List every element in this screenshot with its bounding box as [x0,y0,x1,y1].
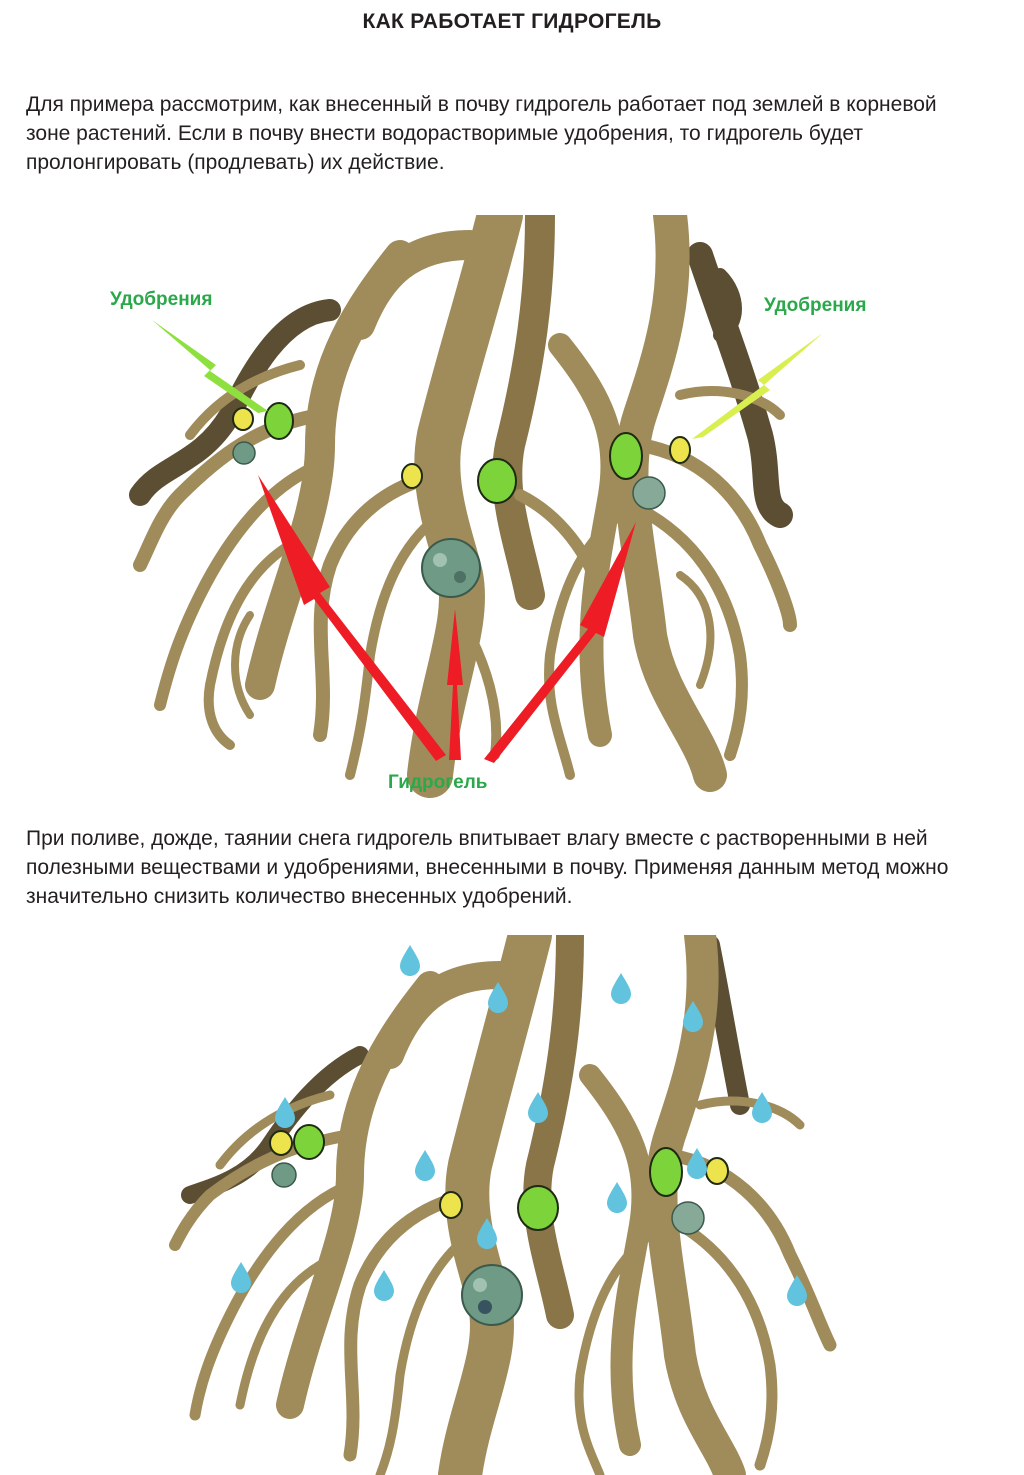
hydrogel-granule-icon [633,477,665,509]
hydrogel-granule-icon [233,442,255,464]
fertilizer-granule-icon [650,1148,682,1196]
root-system-illustration [175,935,830,1475]
label-fertilizer-right: Удобрения [764,295,866,316]
fertilizer-granule-icon [440,1192,462,1218]
fertilizer-granule-icon [294,1125,324,1159]
fertilizer-granule-icon [706,1158,728,1184]
water-drop-icon [231,1262,251,1293]
label-hydrogel: Гидрогель [388,772,487,793]
water-drop-icon [415,1150,435,1181]
fertilizer-granule-icon [270,1131,292,1155]
hydrogel-granule-icon [672,1202,704,1234]
fertilizer-granule-icon [265,403,293,439]
page-title: КАК РАБОТАЕТ ГИДРОГЕЛЬ [0,10,1024,34]
root-system-illustration [140,215,790,775]
fertilizer-granule-icon [402,464,422,488]
water-drop-icon [752,1092,772,1123]
intro-paragraph: Для примера рассмотрим, как внесенный в … [26,90,986,177]
hydrogel-granule-icon [422,539,480,597]
water-drop-icon [607,1182,627,1213]
roots-figure-watering [0,935,1024,1475]
fertilizer-granule-icon [478,459,516,503]
hydrogel-granule-icon [272,1163,296,1187]
watering-paragraph: При поливе, дожде, таянии снега гидрогел… [26,824,986,911]
hydrogel-granule-icon [462,1265,522,1325]
roots-figure-fertilizer: Удобрения Удобрения Гидрогель [0,215,1024,800]
water-drop-icon [611,973,631,1004]
water-drop-icon [687,1148,707,1179]
water-drop-icon [374,1270,394,1301]
label-fertilizer-left: Удобрения [110,289,212,310]
fertilizer-granule-icon [670,437,690,463]
water-drop-icon [400,945,420,976]
fertilizer-granule-icon [233,408,253,430]
fertilizer-granule-icon [610,433,642,479]
fertilizer-granule-icon [518,1186,558,1230]
